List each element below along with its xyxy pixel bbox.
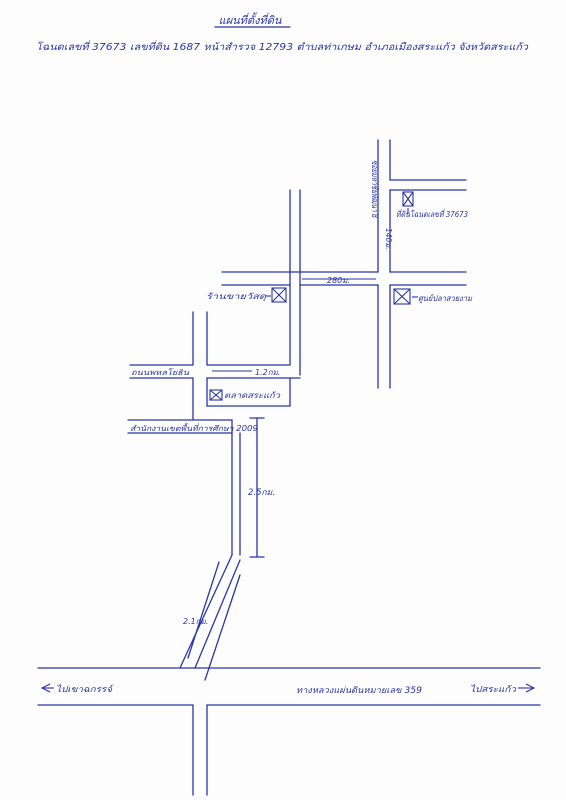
diagonal-road-outer xyxy=(204,574,241,681)
landmark-sakaeo-cross-b xyxy=(209,389,223,401)
landmark-concrete-marker xyxy=(271,287,287,303)
distance-140m-label: 140ม. xyxy=(384,228,393,250)
to-right-label: ไปสระแก้ว xyxy=(470,684,517,695)
parcel-label: ที่ดินโฉนดเลขที่ 37673 xyxy=(396,208,468,219)
to-left-label: ไปเขาฉกรรจ์ xyxy=(56,684,114,695)
landmark-water-cross-b xyxy=(393,288,411,305)
distance-2-1km-label: 2.1กม. xyxy=(183,617,208,626)
landmark-water-marker xyxy=(393,288,411,305)
road-chaiyaphon-label: ถนนพหลโยธิน xyxy=(131,368,190,377)
landmark-water-label: ศูนย์ปลาสวยงาม xyxy=(418,293,473,304)
landmark-concrete-label: ร้านขายวัสดุ xyxy=(206,292,267,302)
map-subtitle: โฉนดเลขที่ 37673 เลขที่ดิน 1687 หน้าสำรว… xyxy=(36,40,529,53)
landmark-sakaeo-marker xyxy=(209,389,223,401)
parcel-marker-cross-b xyxy=(402,191,414,207)
map-title: แผนที่ตั้งที่ดิน xyxy=(219,12,282,27)
diagonal-road-left xyxy=(179,554,233,669)
arrow-right-icon xyxy=(525,683,536,693)
diagonal-road-right xyxy=(194,559,241,669)
distance-2-1km-bar xyxy=(187,561,220,659)
office-label: สำนักงานเขตพื้นที่การศึกษา 2009 xyxy=(130,423,258,433)
landmark-concrete-cross-b xyxy=(271,287,287,303)
distance-1-2km-label: 1.2กม. xyxy=(255,368,280,377)
landmark-sakaeo-label: ตลาดสระแก้ว xyxy=(224,391,281,400)
distance-280m-label: 280ม. xyxy=(327,276,350,285)
parcel-marker xyxy=(402,191,414,207)
soi-name-label: ซอยมหาชัยพัฒนา 8 xyxy=(369,160,379,218)
highway-label: ทางหลวงแผ่นดินหมายเลข 359 xyxy=(296,686,422,696)
distance-2-5km-label: 2.5กม. xyxy=(248,488,275,498)
